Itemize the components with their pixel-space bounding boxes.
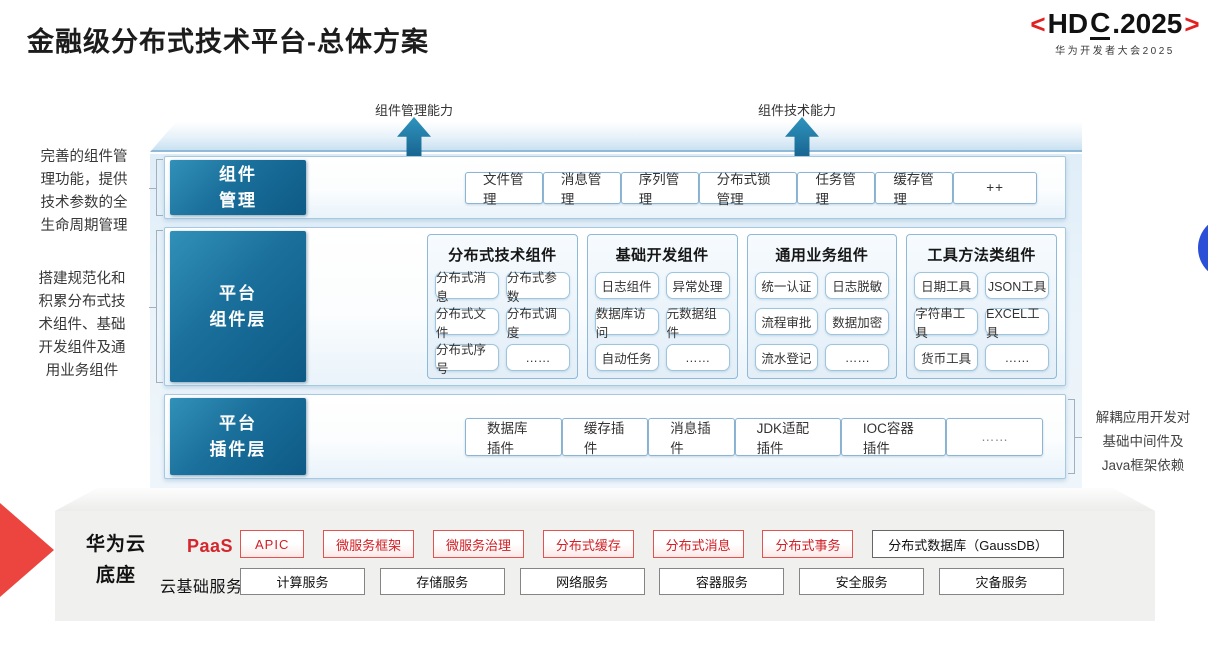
row-platform-component-layer: 平台 组件层 分布式技术组件 分布式消息 分布式参数 分布式文件 分布式调度 分… (164, 227, 1066, 386)
plugin-box: 消息插件 (648, 417, 735, 456)
gaussdb-box: 分布式数据库（GaussDB） (872, 530, 1064, 558)
component-cell: 流水登记 (754, 344, 819, 371)
plugin-box-more: …… (946, 417, 1044, 456)
group-utility-method: 工具方法类组件 日期工具 JSON工具 字符串工具 EXCEL工具 货币工具 …… (906, 234, 1057, 379)
plugin-box: 数据库插件 (465, 417, 562, 456)
paas-box: 分布式消息 (652, 530, 744, 558)
platform-plugin-items: 数据库插件 缓存插件 消息插件 JDK适配插件 IOC容器插件 …… (465, 395, 1044, 478)
cloud-service-box: 容器服务 (659, 568, 785, 595)
component-cell-more: …… (985, 344, 1049, 371)
foundation-top-bevel (55, 488, 1155, 511)
page-title: 金融级分布式技术平台-总体方案 (27, 27, 429, 57)
note-decouple: 解耦应用开发对 基础中间件及 Java框架依赖 (1095, 410, 1191, 473)
component-box: 分布式锁管理 (698, 171, 798, 207)
component-cell: 统一认证 (754, 272, 819, 299)
group-basic-dev: 基础开发组件 日志组件 异常处理 数据库访问 元数据组件 自动任务 …… (586, 234, 738, 379)
paas-items-row: APIC 微服务框架 微服务治理 分布式缓存 分布式消息 分布式事务 分布式数据… (240, 530, 1064, 558)
component-cell: 日志组件 (594, 272, 659, 299)
component-cell: 分布式文件 (435, 307, 499, 340)
capability-label-technical: 组件技术能力 (758, 103, 837, 118)
logo-text-post: .2025 (1112, 8, 1183, 40)
component-cell-more: …… (505, 344, 570, 371)
note-component-management: 完善的组件管 理功能，提供 技术参数的全 生命周期管理 (40, 149, 128, 234)
row-label-platform-component-layer: 平台 组件层 (170, 231, 306, 382)
cloud-service-box: 安全服务 (799, 568, 925, 595)
plugin-box: 缓存插件 (561, 417, 649, 456)
panel-top-band (150, 122, 1082, 152)
row-component-management: 组件 管理 文件管理 消息管理 序列管理 分布式锁管理 任务管理 缓存管理 ++ (164, 156, 1066, 219)
paas-box: APIC (240, 530, 305, 558)
component-cell: 字符串工具 (914, 307, 979, 340)
component-box: 消息管理 (542, 171, 621, 207)
cloud-service-box: 网络服务 (519, 568, 645, 595)
plugin-box: JDK适配插件 (734, 417, 841, 456)
group-title: 工具方法类组件 (927, 247, 1036, 264)
component-cell: 分布式参数 (505, 271, 570, 304)
cloud-services-label: 云基础服务 (160, 579, 243, 596)
paas-box: 微服务框架 (323, 530, 415, 558)
logo-subtitle: 华为开发者大会2025 (1055, 46, 1175, 58)
group-common-business: 通用业务组件 统一认证 日志脱敏 流程审批 数据加密 流水登记 …… (746, 234, 898, 379)
group-title: 基础开发组件 (615, 247, 709, 264)
cloud-service-items-row: 计算服务 存储服务 网络服务 容器服务 安全服务 灾备服务 (240, 568, 1064, 595)
group-title: 通用业务组件 (775, 247, 869, 264)
right-bracket-row3 (1068, 399, 1082, 474)
component-box-more: ++ (953, 171, 1037, 204)
group-distributed-tech: 分布式技术组件 分布式消息 分布式参数 分布式文件 分布式调度 分布式序号 …… (427, 234, 578, 379)
component-cell-more: …… (825, 344, 890, 371)
paas-box: 分布式事务 (762, 530, 854, 558)
component-cell: 数据加密 (825, 308, 890, 335)
component-cell: 数据库访问 (594, 307, 659, 340)
component-cell: 日志脱敏 (825, 272, 890, 299)
foundation-platform (55, 511, 1155, 621)
row-label-platform-plugin-layer: 平台 插件层 (170, 398, 306, 475)
group-title: 分布式技术组件 (448, 247, 557, 264)
logo-text-underlined: C (1090, 8, 1111, 41)
component-cell-more: …… (665, 344, 730, 371)
capability-label-management: 组件管理能力 (375, 103, 454, 118)
component-cell: 自动任务 (594, 344, 659, 371)
cloud-service-box: 存储服务 (379, 568, 505, 595)
component-cell: 异常处理 (665, 272, 730, 299)
component-cell: 流程审批 (754, 308, 819, 335)
cloud-service-box: 计算服务 (240, 568, 365, 595)
logo-open-bracket: < (1030, 8, 1046, 39)
blue-dot-decoration (1198, 216, 1208, 280)
component-box: 文件管理 (465, 171, 543, 207)
component-cell: JSON工具 (985, 272, 1049, 299)
red-wedge-icon (0, 503, 54, 597)
logo-text-pre: HD (1047, 8, 1089, 40)
left-bracket-row1 (149, 159, 163, 216)
row-platform-plugin-layer: 平台 插件层 数据库插件 缓存插件 消息插件 JDK适配插件 IOC容器插件 …… (164, 394, 1066, 479)
component-cell: 分布式调度 (505, 307, 570, 340)
row-label-component-management: 组件 管理 (170, 160, 306, 215)
logo-close-bracket: > (1184, 8, 1200, 39)
note-platform-components: 搭建规范化和 积累分布式技 术组件、基础 开发组件及通 用业务组件 (38, 271, 126, 379)
component-cell: 分布式序号 (435, 343, 499, 376)
component-cell: 元数据组件 (665, 307, 730, 340)
cloud-service-box: 灾备服务 (938, 568, 1064, 595)
paas-box: 微服务治理 (432, 530, 524, 558)
paas-label: PaaS (187, 536, 234, 556)
left-bracket-row2 (149, 230, 163, 383)
component-cell: 货币工具 (914, 344, 979, 371)
platform-component-groups: 分布式技术组件 分布式消息 分布式参数 分布式文件 分布式调度 分布式序号 ……… (427, 234, 1057, 379)
component-box: 缓存管理 (875, 171, 954, 207)
component-cell: 日期工具 (914, 272, 979, 299)
component-cell: EXCEL工具 (985, 307, 1049, 340)
plugin-box: IOC容器插件 (840, 417, 947, 456)
huawei-cloud-base-label: 华为云 底座 (85, 534, 146, 586)
component-management-items: 文件管理 消息管理 序列管理 分布式锁管理 任务管理 缓存管理 ++ (465, 157, 1037, 218)
component-box: 任务管理 (797, 171, 876, 207)
component-box: 序列管理 (620, 171, 699, 207)
paas-box: 分布式缓存 (542, 530, 634, 558)
component-cell: 分布式消息 (435, 271, 499, 304)
